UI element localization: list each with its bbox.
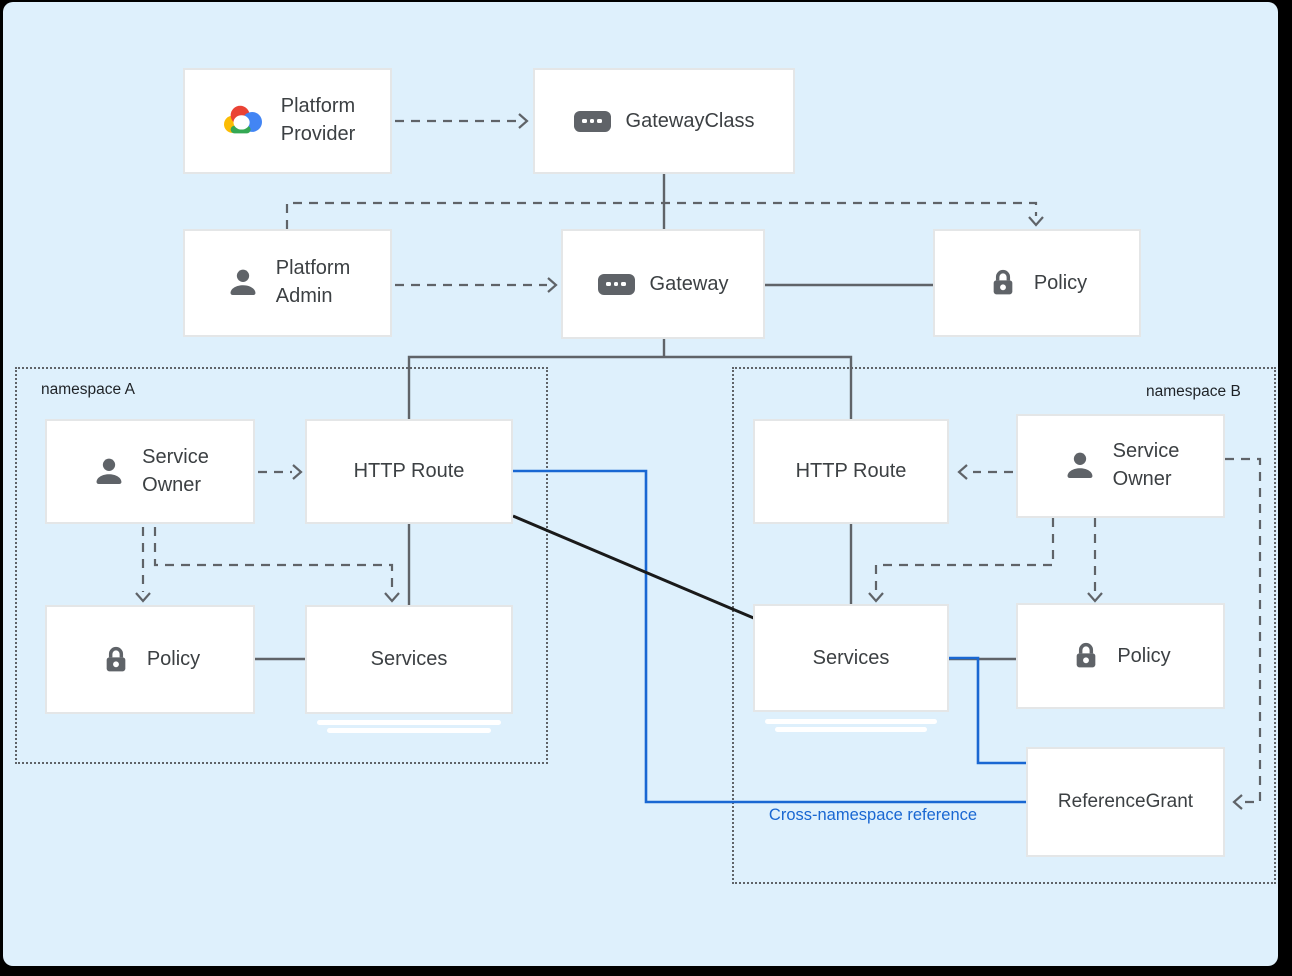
platform-provider-node: Platform Provider [183,68,392,174]
http-route-b-label: HTTP Route [795,460,907,482]
namespace-a-label: namespace A [41,381,135,398]
arrowhead [518,113,529,129]
platform-provider-label-line1: Platform [280,95,356,118]
gateway-label: Gateway [649,272,729,295]
policy-a-node: Policy [45,605,255,714]
services-a-label: Services [370,648,448,670]
platform-admin-label-line2: Admin [275,285,333,307]
policy-a-label: Policy [146,648,201,670]
resource-chip-icon [597,273,635,295]
person-icon [91,454,127,490]
service-owner-a-label-line2: Owner [142,473,202,496]
edge-admin-to-policy-top [285,201,1038,229]
platform-provider-label-line2: Provider [280,123,356,145]
services-a-stack-line [317,720,501,725]
service-owner-b-label-line2: Owner [1112,468,1172,490]
services-a-node: Services [305,605,513,714]
arrowhead [1028,216,1044,227]
platform-admin-node: Platform Admin [183,229,392,337]
diagram-canvas: namespace A namespace B [3,2,1278,966]
gatewayclass-label: GatewayClass [625,109,755,132]
cross-namespace-reference-label: Cross-namespace reference [768,806,978,824]
services-a-stack-line [327,728,491,733]
lock-icon [987,267,1019,299]
http-route-a-node: HTTP Route [305,419,513,524]
lock-icon [1070,640,1102,672]
resource-chip-icon [573,110,611,132]
service-owner-a-node: Service Owner [45,419,255,524]
http-route-a-label: HTTP Route [353,460,465,482]
services-b-stack-line [775,727,927,732]
services-b-node: Services [753,604,949,712]
services-b-label: Services [812,646,890,669]
gatewayclass-node: GatewayClass [533,68,795,174]
service-owner-b-label-line1: Service [1112,440,1180,463]
person-icon [225,265,261,301]
reference-grant-label: ReferenceGrant [1057,791,1194,812]
service-owner-b-node: Service Owner [1016,414,1225,518]
person-icon [1062,448,1098,484]
namespace-b-label: namespace B [1146,383,1241,400]
edge-httproute-a-to-services-b [512,514,757,621]
policy-top-node: Policy [933,229,1141,337]
http-route-b-node: HTTP Route [753,419,949,524]
policy-b-node: Policy [1016,603,1225,709]
reference-grant-node: ReferenceGrant [1026,747,1225,857]
service-owner-a-label-line1: Service [142,445,209,468]
arrowhead [547,277,558,293]
gateway-node: Gateway [561,229,765,339]
lock-icon [100,644,132,676]
google-cloud-logo-icon [220,102,266,140]
platform-admin-label-line1: Platform [275,257,351,280]
services-b-stack-line [765,719,937,724]
policy-b-label: Policy [1117,644,1171,667]
policy-top-label: Policy [1033,271,1088,294]
